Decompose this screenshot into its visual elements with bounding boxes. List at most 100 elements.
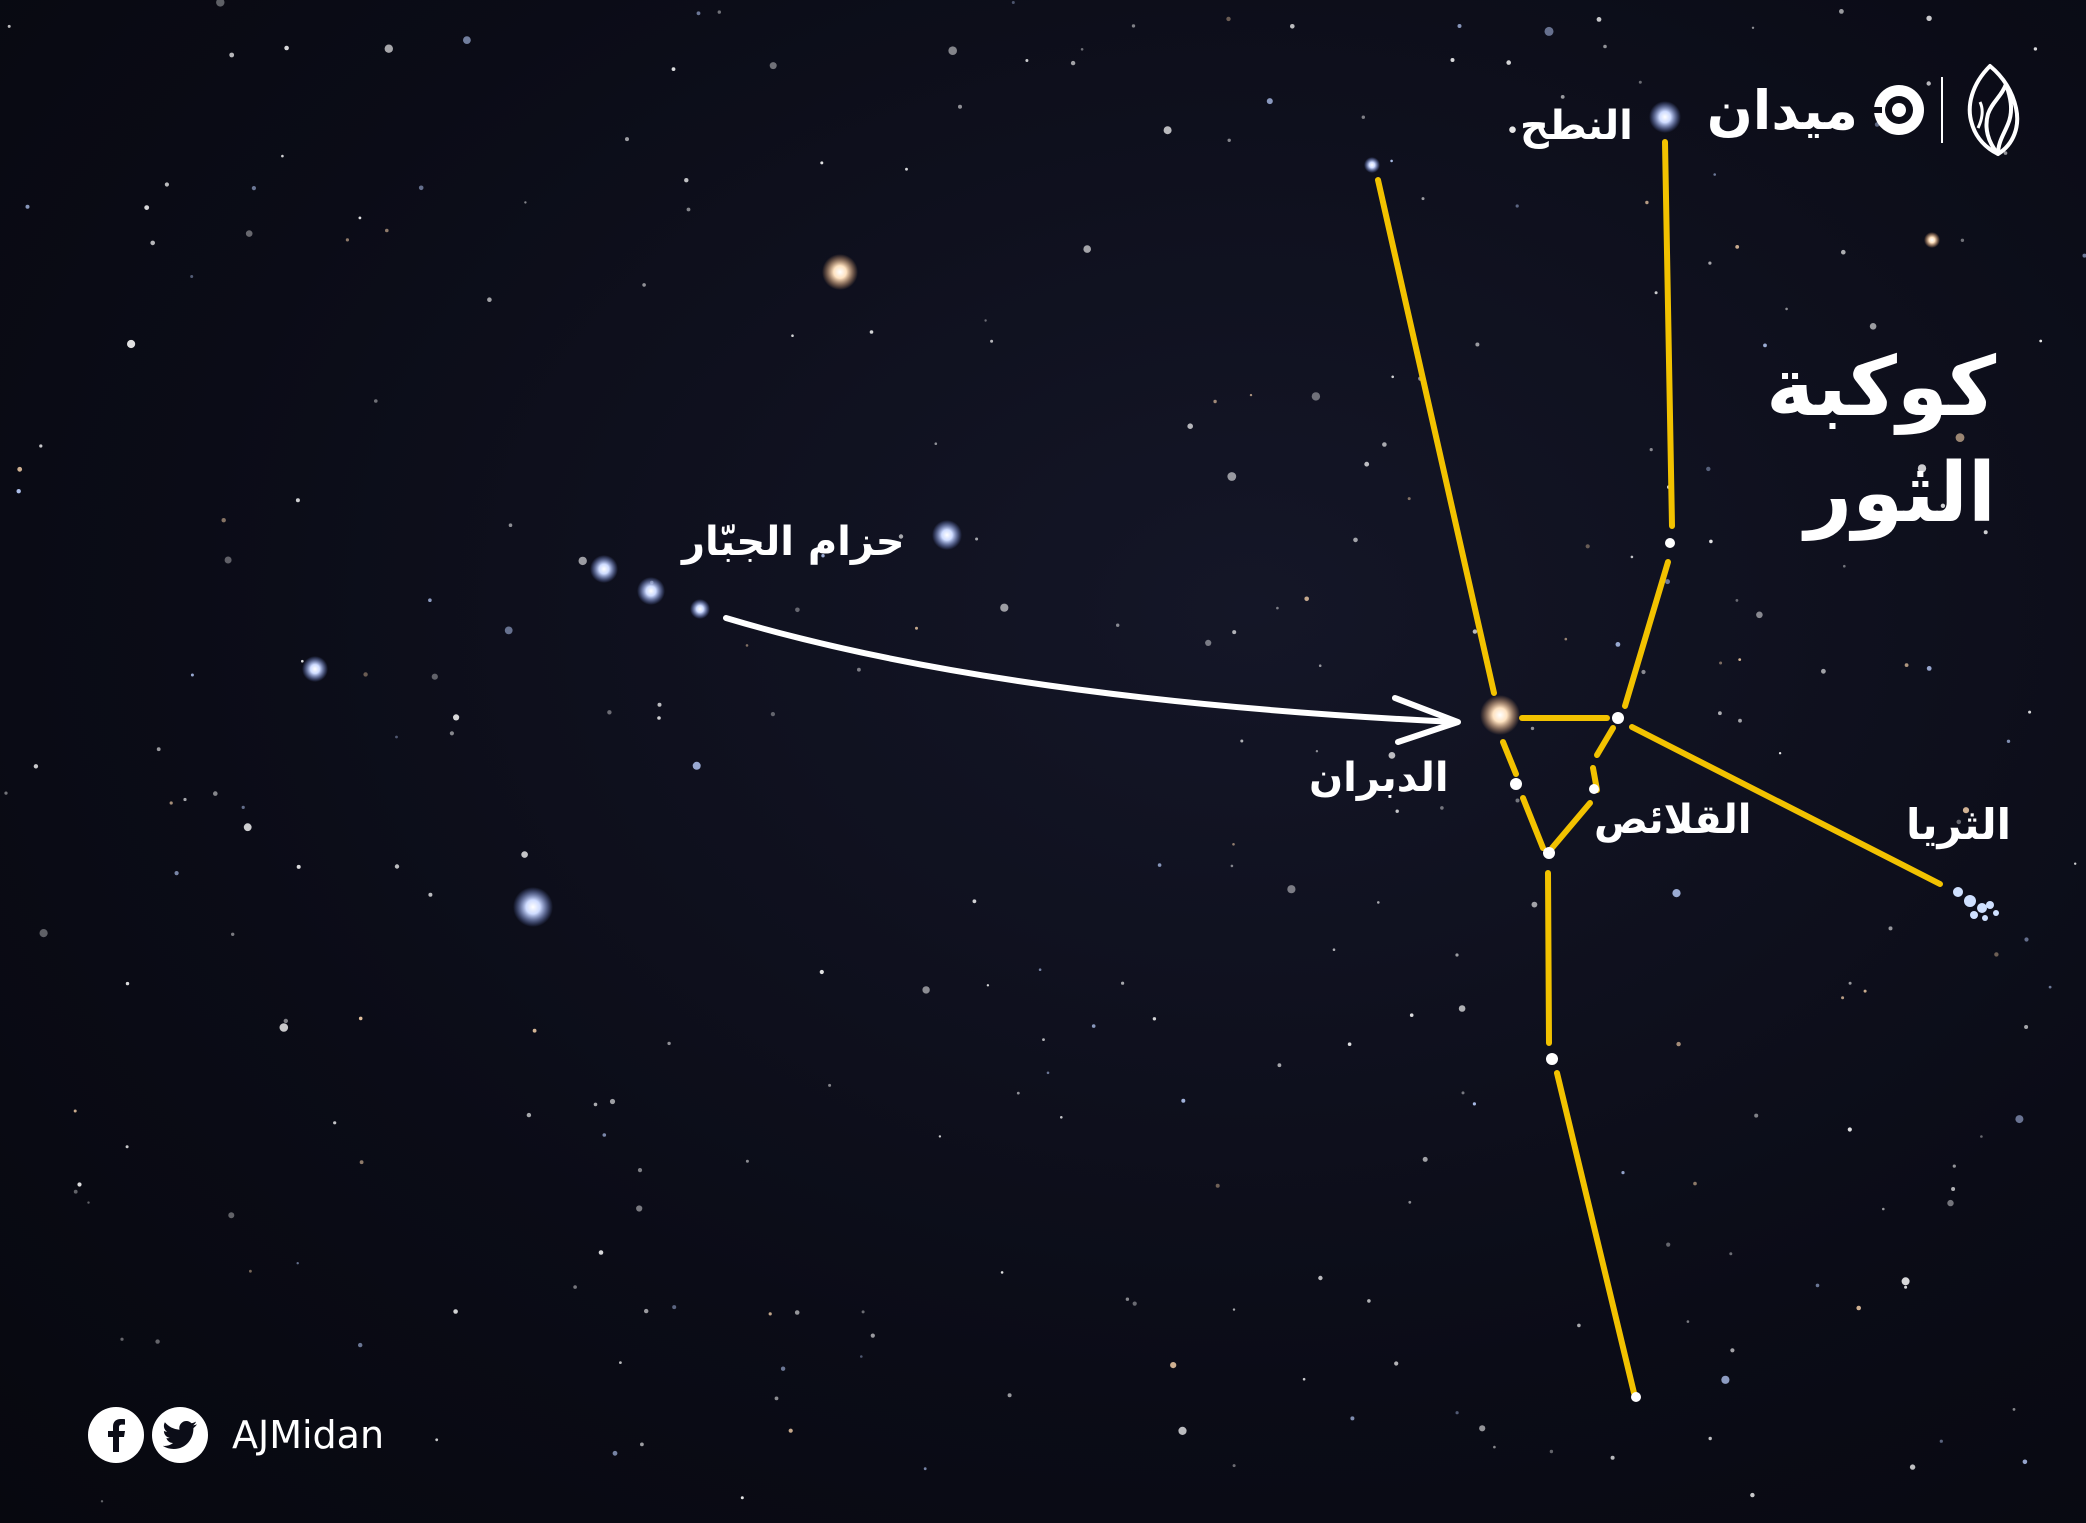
background-star [2012,1408,2016,1411]
background-star [1000,603,1009,612]
background-star [1011,1,1015,4]
background-star [1603,44,1607,49]
background-star [1213,399,1217,404]
background-star [521,851,528,858]
background-star [1408,1200,1412,1204]
background-star [1706,466,1711,472]
background-star [1364,461,1370,467]
background-star [1763,343,1767,348]
background-star [1277,1063,1282,1068]
background-star [156,747,161,752]
background-star [1472,629,1478,634]
background-star [1038,968,1042,971]
background-star [155,1339,160,1344]
line-pleiades [1629,724,1943,887]
background-star [1178,1426,1187,1435]
background-star [1157,863,1162,867]
background-star [1276,606,1279,610]
star-horn-tip [1364,157,1380,173]
background-stars [4,0,2086,1503]
background-star [508,523,513,527]
background-star [1232,843,1235,846]
background-star [1042,1038,1045,1041]
facebook-icon [108,1419,125,1452]
background-star [1926,15,1932,21]
background-star [190,673,194,677]
line-hyades-e [1594,725,1616,758]
background-star [769,62,777,70]
background-star [150,240,155,246]
twitter-icon [163,1421,197,1449]
background-star [301,659,304,663]
background-star [428,892,433,897]
star-belt-3 [690,599,710,619]
background-star [1391,375,1394,379]
background-star [1475,342,1480,347]
background-star [1672,820,1677,825]
facebook-button[interactable] [88,1407,144,1463]
background-star [1121,981,1125,985]
background-star [984,319,987,322]
background-star [795,607,800,613]
star-hyades-3 [1589,784,1599,794]
background-star [487,297,492,303]
background-star [1577,1323,1581,1328]
star-hyades-1 [1510,778,1522,790]
background-star [1409,1013,1414,1017]
background-star [1290,24,1295,29]
background-star [1163,126,1172,135]
background-star [788,1428,793,1433]
background-star [1654,291,1658,295]
divider-line [1941,77,1943,143]
background-star [820,161,824,165]
star-hoof [1631,1392,1641,1402]
background-star [296,1262,299,1265]
background-star [1585,544,1590,549]
background-star [1693,1181,1697,1186]
background-star [1962,807,1970,814]
background-star [686,207,691,212]
star-orange-top [822,254,858,290]
background-star [644,1308,649,1314]
background-star [794,1310,800,1315]
line-leg [1554,1070,1637,1396]
star-rigel [513,887,553,927]
background-star [532,1028,537,1033]
background-star [1181,1098,1186,1103]
background-star [1947,1199,1954,1207]
background-star [1232,1464,1236,1468]
background-star [1116,623,1120,627]
label-aldebaran: الدبران [1309,755,1449,801]
background-star [717,10,721,14]
background-star [384,44,393,53]
background-star [174,871,179,876]
background-star [923,1467,927,1471]
background-star [281,154,284,158]
background-star [1951,1187,1956,1191]
background-star [221,518,226,523]
background-star [1232,1308,1236,1311]
twitter-button[interactable] [152,1407,208,1463]
star-aldebaran [1480,695,1520,735]
aljazeera-logo-icon [1967,64,2020,156]
background-star [2015,1115,2024,1124]
background-star [612,1450,618,1456]
background-star [243,823,252,832]
background-star [1917,464,1927,473]
background-star [958,104,962,109]
background-star [1960,238,1965,242]
background-star [607,710,612,715]
star-hyades-4 [1612,712,1624,724]
background-star [667,1041,671,1046]
background-star [1645,200,1649,205]
background-star [1719,661,1723,665]
star-bellatrix [932,520,962,550]
background-star [2003,151,2008,155]
background-star [1457,24,1462,28]
background-star [1455,1411,1459,1415]
background-star [1302,1377,1306,1381]
background-star [915,626,918,630]
background-star [463,36,471,44]
background-star [2048,985,2052,989]
background-star [870,1333,875,1338]
